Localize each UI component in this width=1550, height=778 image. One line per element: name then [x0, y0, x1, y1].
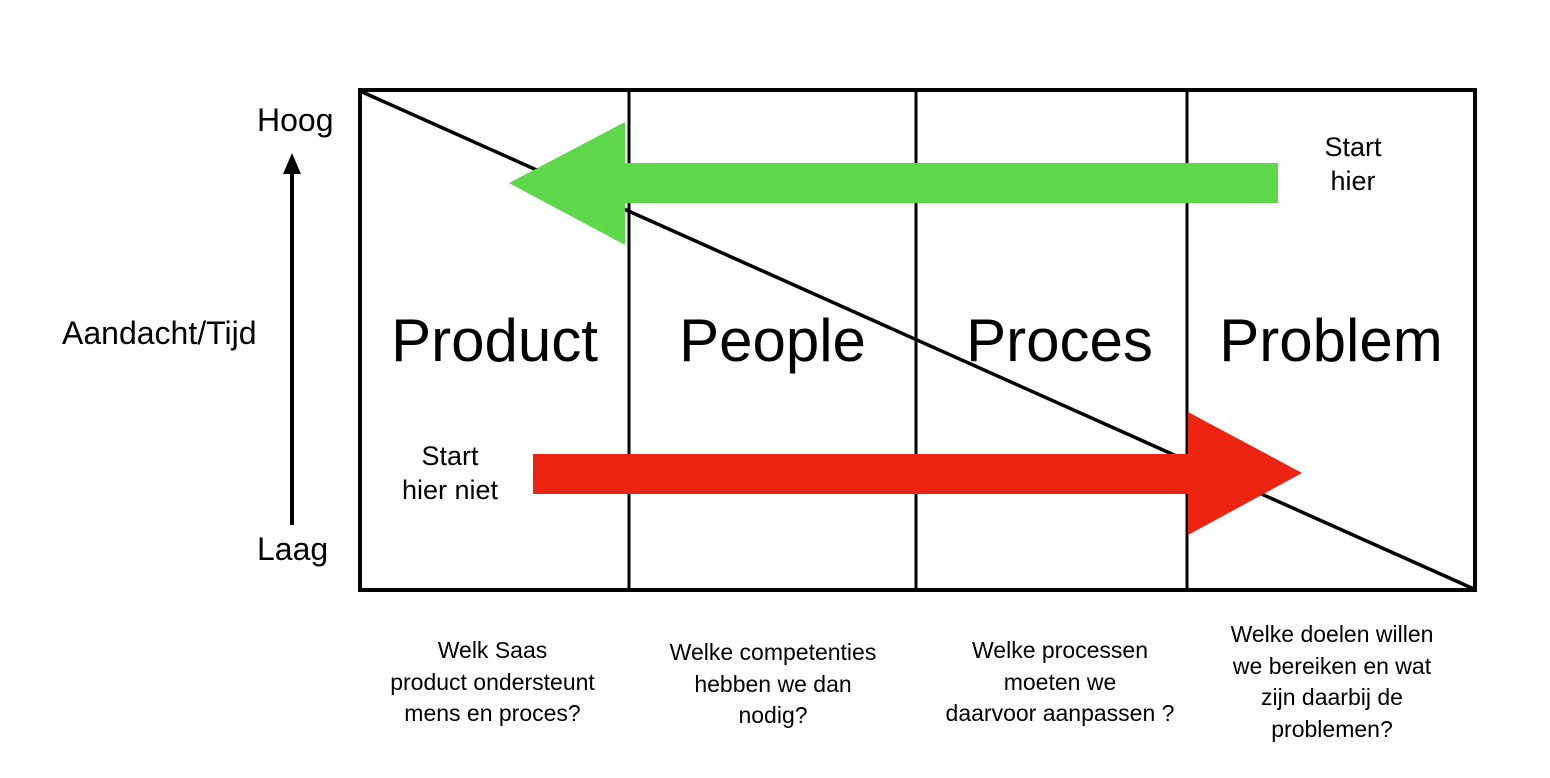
axis-arrowhead-icon [283, 153, 301, 174]
column-title-people: People [679, 307, 866, 374]
question-line: hebben we dan [694, 670, 852, 697]
start-here-line: Start [1324, 132, 1382, 162]
question-line: Welk Saas [437, 637, 548, 663]
red-arrow-head-icon [1188, 412, 1302, 535]
red-arrow-shaft [533, 454, 1191, 494]
column-title-proces: Proces [966, 307, 1153, 374]
green-arrow-head-icon [509, 122, 625, 245]
question-line: Welke doelen willen [1230, 621, 1434, 647]
green-arrow-shaft [622, 163, 1278, 203]
axis-high-label: Hoog [257, 102, 334, 138]
question-line: Welke competenties [669, 639, 877, 665]
column-title-product: Product [391, 307, 598, 374]
axis-low-label: Laag [257, 531, 329, 567]
question-product: Welk Saas product ondersteunt mens en pr… [355, 635, 630, 730]
start-here-label: Start hier [1293, 131, 1413, 199]
question-line: we bereiken en wat [1232, 652, 1432, 679]
question-line: mens en proces? [404, 700, 581, 727]
question-line: zijn daarbij de [1261, 684, 1403, 711]
question-line: daarvoor aanpassen ? [945, 700, 1175, 727]
green-arrow [509, 122, 1278, 245]
question-line: product ondersteunt [390, 668, 595, 695]
red-arrow [533, 412, 1302, 535]
question-people: Welke competenties hebben we dan nodig? [633, 637, 913, 732]
question-proces: Welke processen moeten we daarvoor aanpa… [915, 635, 1205, 730]
dont-start-here-label: Start hier niet [380, 440, 520, 508]
question-problem: Welke doelen willen we bereiken en wat z… [1190, 619, 1474, 746]
start-here-line: hier [1330, 165, 1376, 196]
dont-start-here-line: Start [421, 441, 479, 471]
axis-title: Aandacht/Tijd [62, 315, 257, 351]
question-line: problemen? [1271, 716, 1393, 743]
question-line: nodig? [738, 702, 808, 729]
dont-start-here-line: hier niet [401, 474, 499, 505]
question-line: Welke processen [972, 637, 1148, 663]
question-line: moeten we [1003, 668, 1117, 695]
column-title-problem: Problem [1219, 307, 1443, 374]
